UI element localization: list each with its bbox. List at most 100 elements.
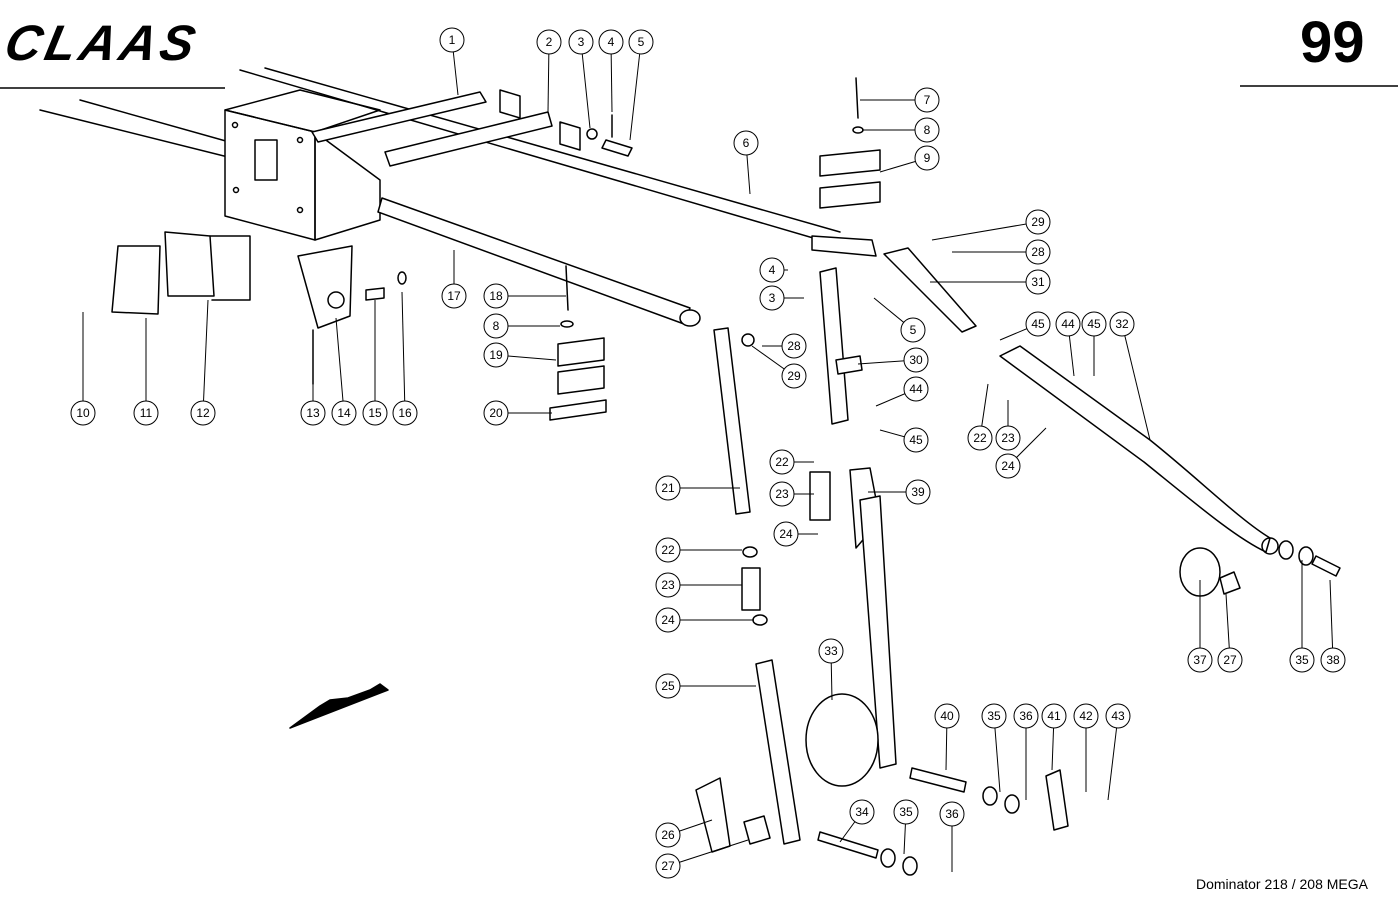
callout-label: 9 <box>924 151 931 165</box>
callout-label: 23 <box>661 578 675 592</box>
callout-label: 22 <box>775 455 789 469</box>
callout-circle <box>655 572 681 598</box>
callout-label: 15 <box>368 406 382 420</box>
callout-label: 4 <box>608 35 615 49</box>
callout-label: 29 <box>787 369 801 383</box>
callout-circle <box>1109 311 1135 337</box>
callout-circle <box>903 347 929 373</box>
callout-label: 39 <box>911 485 925 499</box>
callout-leader <box>993 715 1001 793</box>
callout-label: 34 <box>855 805 869 819</box>
model-caption: Dominator 218 / 208 MEGA <box>1196 876 1368 892</box>
callout-label: 24 <box>661 613 675 627</box>
callout-label: 22 <box>661 543 675 557</box>
callout-circle <box>190 400 216 426</box>
callout-circle <box>759 285 785 311</box>
callout-circle <box>598 29 624 55</box>
callout-circle <box>1187 647 1213 673</box>
callout-circle <box>362 400 388 426</box>
callout-label: 10 <box>76 406 90 420</box>
callout-circle <box>1055 311 1081 337</box>
callout-label: 5 <box>910 323 917 337</box>
callout-label: 36 <box>1019 709 1033 723</box>
callout-label: 25 <box>661 679 675 693</box>
callout-label: 27 <box>661 859 675 873</box>
callout-circle <box>70 400 96 426</box>
callout-circle <box>893 799 919 825</box>
callout-label: 2 <box>546 35 553 49</box>
callout-label: 18 <box>489 289 503 303</box>
callout-label: 14 <box>337 406 351 420</box>
callout-circle <box>905 479 931 505</box>
callout-label: 8 <box>493 319 500 333</box>
callout-leader <box>629 41 642 141</box>
callout-circle <box>483 400 509 426</box>
callout-circle <box>849 799 875 825</box>
callout-circle <box>818 638 844 664</box>
callout-circle <box>781 363 807 389</box>
callout-circle <box>1320 647 1346 673</box>
callout-label: 38 <box>1326 653 1340 667</box>
callout-circle <box>483 313 509 339</box>
callout-label: 13 <box>306 406 320 420</box>
callout-label: 19 <box>489 348 503 362</box>
callout-circle <box>1289 647 1315 673</box>
callout-circle <box>773 521 799 547</box>
callout-label: 22 <box>973 431 987 445</box>
callout-leader <box>667 839 749 867</box>
callout-label: 8 <box>924 123 931 137</box>
parts-drawing <box>39 67 1341 876</box>
callout-label: 7 <box>924 93 931 107</box>
callout-circle <box>1073 703 1099 729</box>
callout-label: 11 <box>140 406 153 420</box>
callout-label: 33 <box>824 644 838 658</box>
callout-label: 42 <box>1079 709 1093 723</box>
callout-circle <box>914 117 940 143</box>
callout-label: 45 <box>909 433 923 447</box>
callout-label: 35 <box>1295 653 1309 667</box>
page-number: 99 <box>1300 10 1365 75</box>
callout-leader <box>1121 323 1151 441</box>
callout-circle <box>1025 269 1051 295</box>
callout-circle <box>331 400 357 426</box>
callout-circle <box>655 607 681 633</box>
callout-circle <box>1013 703 1039 729</box>
callout-circle <box>441 283 467 309</box>
callout-circle <box>1025 239 1051 265</box>
callout-label: 28 <box>1031 245 1045 259</box>
callout-circle <box>967 425 993 451</box>
callout-label: 28 <box>787 339 801 353</box>
callout-label: 27 <box>1223 653 1237 667</box>
callout-circle <box>1025 209 1051 235</box>
callout-label: 26 <box>661 828 675 842</box>
callout-circle <box>995 453 1021 479</box>
callout-circle <box>655 673 681 699</box>
callout-circle <box>769 449 795 475</box>
callout-leader <box>1329 579 1334 661</box>
callout-circle <box>900 317 926 343</box>
callout-label: 32 <box>1115 317 1129 331</box>
callout-label: 20 <box>489 406 503 420</box>
callout-label: 1 <box>449 33 456 47</box>
callout-circle <box>914 145 940 171</box>
callout-circle <box>133 400 159 426</box>
callout-circle <box>392 400 418 426</box>
callout-label: 23 <box>1001 431 1015 445</box>
callout-circle <box>483 342 509 368</box>
callout-circle <box>981 703 1007 729</box>
callout-leader <box>931 221 1039 241</box>
callout-label: 31 <box>1031 275 1045 289</box>
callout-circle <box>781 333 807 359</box>
callout-circle <box>903 376 929 402</box>
callout-label: 24 <box>1001 459 1015 473</box>
callout-label: 16 <box>398 406 412 420</box>
callout-circle <box>1081 311 1107 337</box>
callout-label: 17 <box>447 289 461 303</box>
callout-circle <box>439 27 465 53</box>
callout-label: 5 <box>638 35 645 49</box>
callout-label: 21 <box>661 481 675 495</box>
callout-circle <box>1041 703 1067 729</box>
callout-circle <box>769 481 795 507</box>
callout-label: 30 <box>909 353 923 367</box>
callout-label: 6 <box>743 136 750 150</box>
